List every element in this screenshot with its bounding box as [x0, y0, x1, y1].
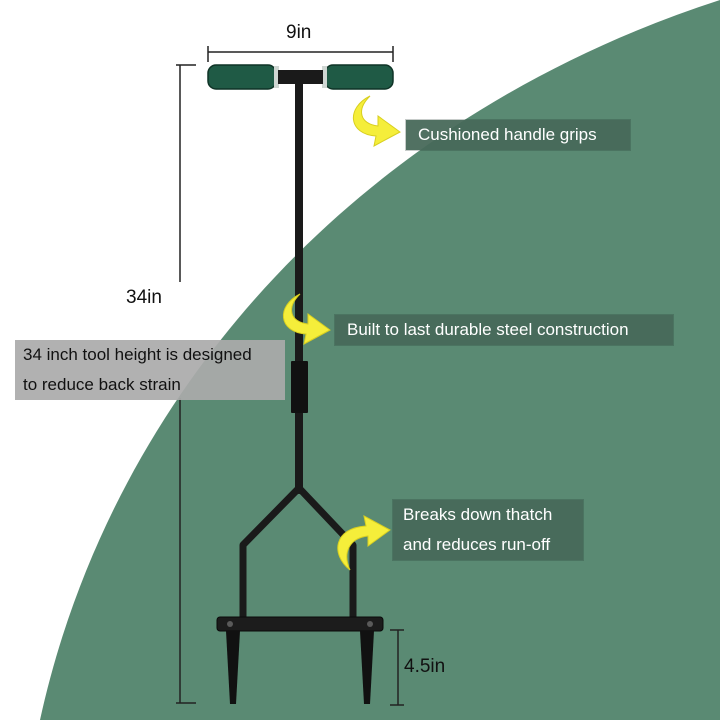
- callout-thatch-line1: Breaks down thatch: [403, 505, 553, 524]
- base-and-spikes: [216, 616, 384, 704]
- height-note-line2: to reduce back strain: [23, 375, 181, 394]
- callout-grips: Cushioned handle grips: [406, 120, 630, 150]
- spike-dimension-line: [390, 629, 404, 706]
- steel-shaft: [239, 80, 357, 624]
- spike-length-label: 4.5in: [404, 656, 446, 677]
- callout-thatch: Breaks down thatch and reduces run-off: [393, 500, 583, 560]
- callout-thatch-line2: and reduces run-off: [403, 535, 551, 554]
- height-label: 34in: [126, 287, 162, 308]
- curved-arrow-icon: [337, 515, 391, 571]
- height-note-line1: 34 inch tool height is designed: [23, 345, 252, 364]
- handle-grips: [207, 64, 394, 90]
- height-dimension-line: [176, 64, 196, 704]
- width-dimension-line: [207, 46, 394, 62]
- height-note: 34 inch tool height is designed to reduc…: [15, 340, 285, 400]
- curved-arrow-icon: [282, 293, 331, 345]
- curved-arrow-icon: [352, 95, 401, 147]
- callout-steel: Built to last durable steel construction: [335, 315, 673, 345]
- width-label: 9in: [286, 22, 312, 43]
